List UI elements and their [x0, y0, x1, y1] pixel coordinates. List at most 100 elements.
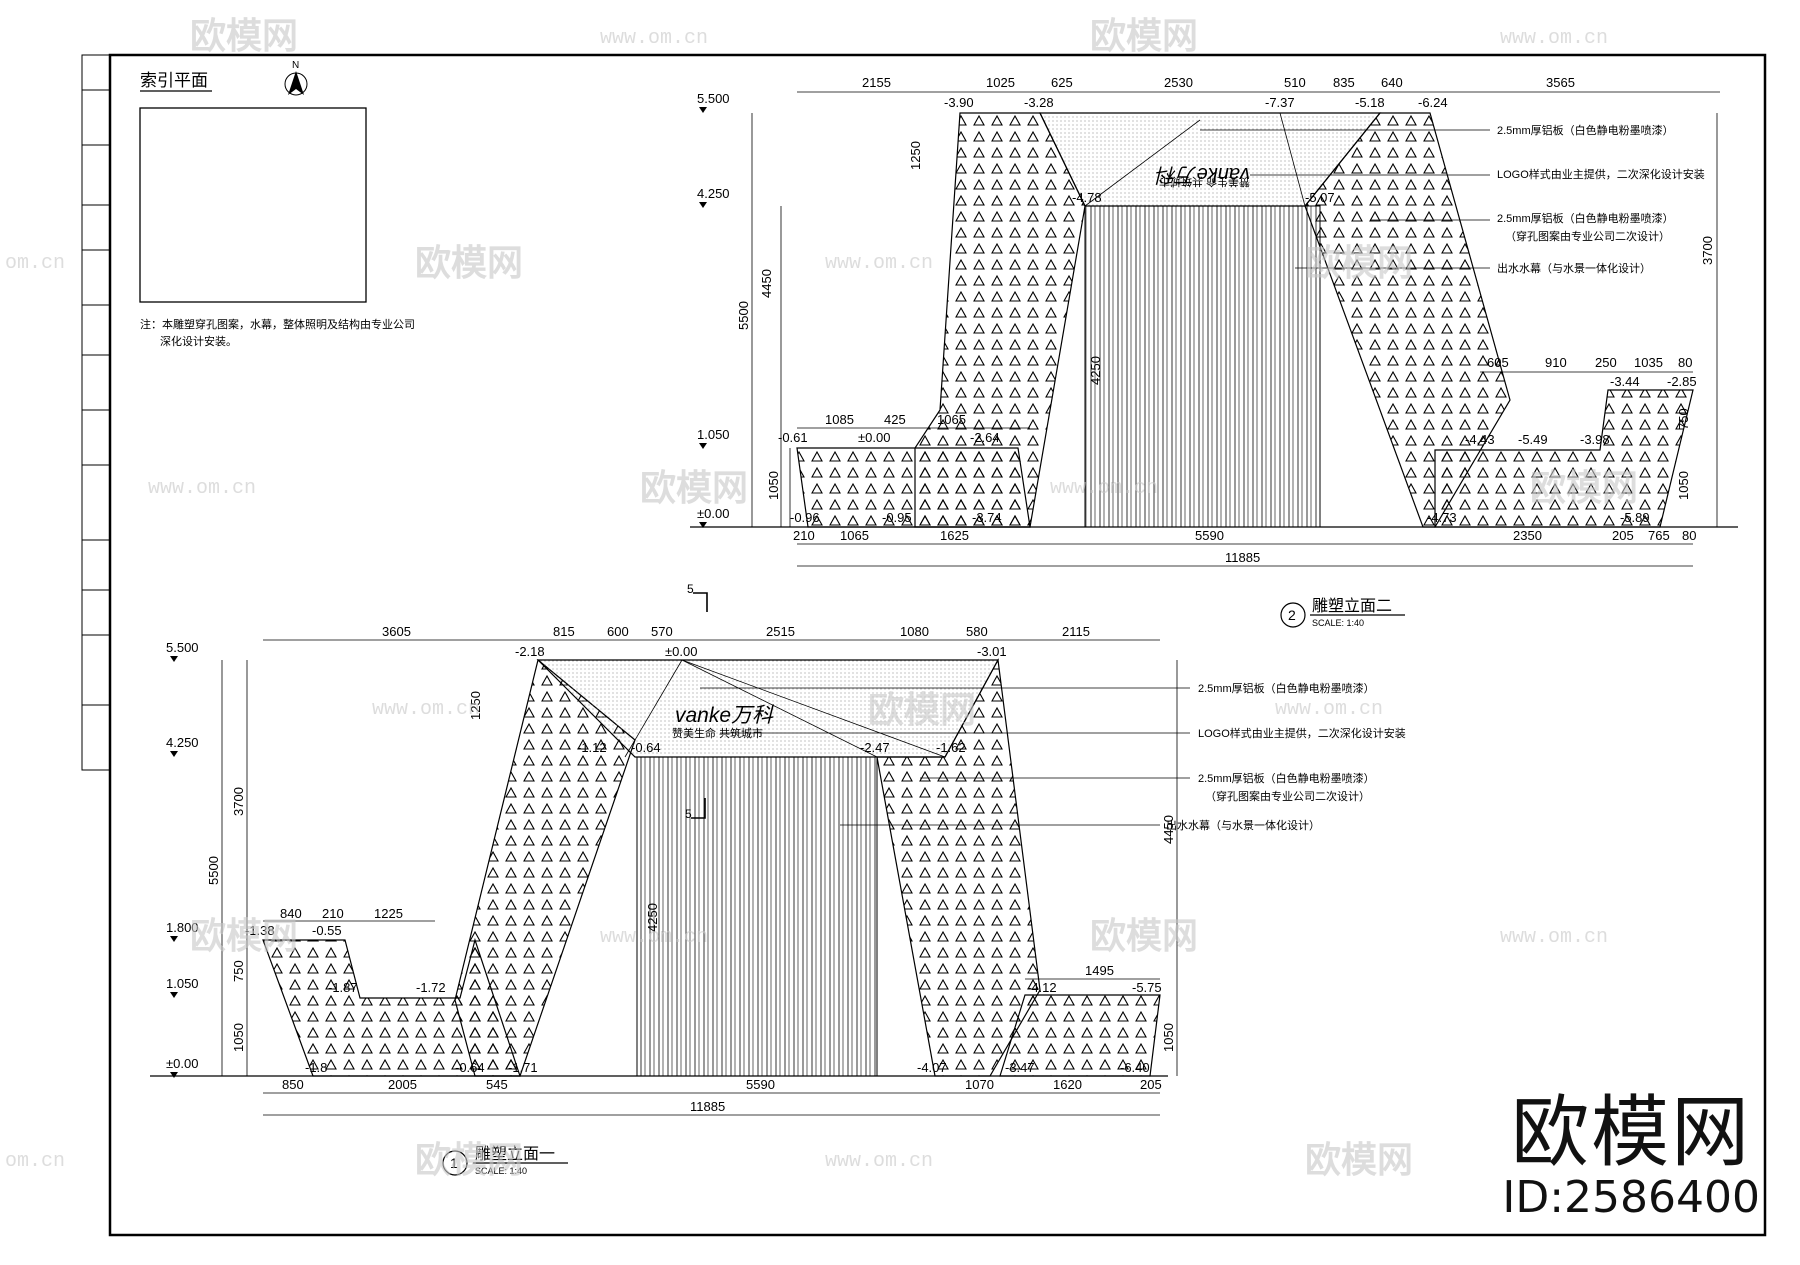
north-arrow-icon: N	[284, 60, 308, 96]
svg-text:1050: 1050	[1161, 1023, 1176, 1052]
elev2-top-elevs: -3.90 -3.28 -7.37 -5.18 -6.24	[944, 95, 1448, 110]
svg-text:3605: 3605	[382, 624, 411, 639]
watermark-id-block: 欧模网 ID:2586400	[1502, 1094, 1760, 1225]
index-plan-title: 索引平面	[140, 71, 208, 90]
svg-text:4.250: 4.250	[697, 186, 730, 201]
svg-text:205: 205	[1140, 1077, 1162, 1092]
svg-text:www.om.cn: www.om.cn	[1500, 926, 1608, 949]
svg-text:1050: 1050	[1676, 471, 1691, 500]
svg-text:1.050: 1.050	[697, 427, 730, 442]
svg-text:欧模网: 欧模网	[640, 467, 748, 508]
section-mark-icon: 5 5	[685, 582, 708, 821]
svg-text:欧模网: 欧模网	[190, 915, 298, 956]
svg-text:N: N	[292, 60, 299, 71]
svg-text:±0.00: ±0.00	[665, 644, 697, 659]
elev2-title: 雕塑立面二	[1312, 597, 1392, 615]
svg-text:-1.87: -1.87	[328, 980, 358, 995]
svg-text:5: 5	[687, 582, 694, 596]
svg-text:赞美生命 共筑城市: 赞美生命 共筑城市	[672, 726, 763, 740]
svg-text:1050: 1050	[766, 471, 781, 500]
svg-text:±0.00: ±0.00	[858, 430, 890, 445]
svg-text:欧模网: 欧模网	[415, 242, 523, 283]
svg-text:2515: 2515	[766, 624, 795, 639]
svg-text:2.5mm厚铝板（白色静电粉墨喷漆）: 2.5mm厚铝板（白色静电粉墨喷漆）	[1198, 771, 1375, 785]
title-strip	[81, 54, 111, 771]
svg-text:5590: 5590	[746, 1077, 775, 1092]
svg-text:-1.72: -1.72	[416, 980, 446, 995]
svg-text:4250: 4250	[1088, 356, 1103, 385]
svg-text:www.om.cn: www.om.cn	[148, 477, 256, 500]
svg-text:vanke万科: vanke万科	[1156, 163, 1250, 185]
elev1-logo: vanke万科 赞美生命 共筑城市	[672, 704, 774, 740]
svg-text:-0.96: -0.96	[790, 510, 820, 525]
index-plan: 索引平面 N 注：本雕塑穿孔图案，水幕，整体照明及结构由专业公司 深化设计安装。	[139, 60, 415, 348]
svg-text:1.050: 1.050	[166, 976, 199, 991]
elev2-top-dims: 2155 1025 625 2530 510 835 640 3565	[862, 75, 1575, 90]
svg-text:-2.64: -2.64	[970, 430, 1000, 445]
brand-logo: 欧模网	[1511, 1088, 1752, 1179]
elev2-bottom-dims: 210 1065 1625 5590 2350 205 765 80	[793, 528, 1696, 543]
svg-text:欧模网: 欧模网	[1090, 15, 1198, 56]
svg-text:625: 625	[1051, 75, 1073, 90]
svg-text:om.cn: om.cn	[5, 1150, 65, 1173]
svg-text:-4.43: -4.43	[1465, 432, 1495, 447]
svg-text:2.5mm厚铝板（白色静电粉墨喷漆）: 2.5mm厚铝板（白色静电粉墨喷漆）	[1198, 681, 1375, 695]
svg-text:1.800: 1.800	[166, 920, 199, 935]
svg-text:5: 5	[685, 807, 692, 821]
svg-text:-3.28: -3.28	[1024, 95, 1054, 110]
svg-text:-4.07: -4.07	[917, 1060, 947, 1075]
svg-text:1250: 1250	[908, 141, 923, 170]
svg-text:-2.18: -2.18	[515, 644, 545, 659]
svg-text:1625: 1625	[940, 528, 969, 543]
svg-text:-1.71: -1.71	[508, 1060, 538, 1075]
svg-text:欧模网: 欧模网	[868, 689, 976, 730]
elev2-left-dims: 1085 425 1065	[825, 412, 966, 427]
elev2-levels: 5.500 4.250 1.050 ±0.00	[697, 91, 730, 528]
svg-text:±0.00: ±0.00	[697, 506, 729, 521]
svg-text:3700: 3700	[1700, 236, 1715, 265]
elev1-title-block: 1 雕塑立面一 SCALE: 1:40	[442, 1145, 568, 1176]
elevation-1: vanke万科 赞美生命 共筑城市 2.5mm厚铝板（白色静电粉墨喷漆） LOG…	[150, 582, 1406, 1176]
svg-text:5.500: 5.500	[166, 640, 199, 655]
elev1-total: 11885	[690, 1099, 725, 1114]
svg-text:www.om.cn: www.om.cn	[1275, 698, 1383, 721]
svg-text:-0.64: -0.64	[455, 1060, 485, 1075]
svg-text:欧模网: 欧模网	[190, 15, 298, 56]
svg-text:835: 835	[1333, 75, 1355, 90]
svg-text:±0.00: ±0.00	[166, 1056, 198, 1071]
svg-text:5590: 5590	[1195, 528, 1224, 543]
svg-text:2115: 2115	[1062, 624, 1090, 639]
elev1-bottom-dims: 850 2005 545 5590 1070 1620 205	[282, 1077, 1162, 1092]
index-note-line1: 注：本雕塑穿孔图案，水幕，整体照明及结构由专业公司	[140, 317, 415, 331]
elev1-water-curtain	[636, 756, 878, 1077]
svg-text:（穿孔图案由专业公司二次设计）: （穿孔图案由专业公司二次设计）	[1205, 789, 1370, 803]
svg-text:1225: 1225	[374, 906, 403, 921]
elev2-logo: vanke万科 赞美生命 共筑城市	[1156, 163, 1250, 189]
elev1-right-dim: 1495	[1085, 963, 1114, 978]
svg-text:-3.74: -3.74	[972, 510, 1002, 525]
svg-text:205: 205	[1612, 528, 1634, 543]
svg-text:-3.47: -3.47	[1005, 1060, 1035, 1075]
index-note-line2: 深化设计安装。	[160, 334, 237, 348]
svg-text:-7.37: -7.37	[1265, 95, 1295, 110]
svg-text:570: 570	[651, 624, 673, 639]
svg-text:815: 815	[553, 624, 575, 639]
svg-text:750: 750	[1676, 408, 1691, 430]
elevation-2: vanke万科 赞美生命 共筑城市 2.5mm厚铝板（白色静电粉墨喷漆） LOG…	[690, 75, 1738, 628]
elev1-vert-dims: 3700 5500 750 1050 1250 4250 4450 1050	[206, 691, 1176, 1052]
svg-text:www.om.cn: www.om.cn	[1050, 477, 1158, 500]
elev1-top-dims: 3605 815 600 570 2515 1080 580 2115	[382, 624, 1090, 639]
svg-text:1: 1	[450, 1155, 458, 1171]
svg-text:2.5mm厚铝板（白色静电粉墨喷漆）: 2.5mm厚铝板（白色静电粉墨喷漆）	[1497, 123, 1674, 137]
svg-text:605: 605	[1487, 355, 1509, 370]
svg-text:1050: 1050	[231, 1023, 246, 1052]
svg-text:-3.01: -3.01	[977, 644, 1007, 659]
svg-text:850: 850	[282, 1077, 304, 1092]
elev2-title-block: 2 雕塑立面二 SCALE: 1:40	[1280, 597, 1405, 628]
svg-text:欧模网: 欧模网	[415, 1139, 523, 1180]
svg-text:www.om.cn: www.om.cn	[825, 1150, 933, 1173]
svg-text:-6.24: -6.24	[1418, 95, 1448, 110]
index-plan-box	[139, 107, 367, 303]
svg-text:欧模网: 欧模网	[1530, 467, 1638, 508]
